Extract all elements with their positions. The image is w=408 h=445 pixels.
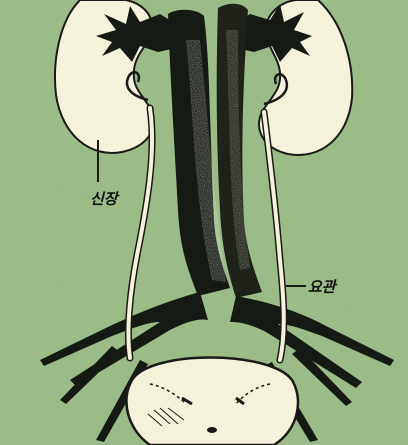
- ureter-label: 요관: [308, 278, 338, 296]
- urethra-opening: [207, 427, 217, 433]
- kidney-label: 신장: [90, 190, 120, 208]
